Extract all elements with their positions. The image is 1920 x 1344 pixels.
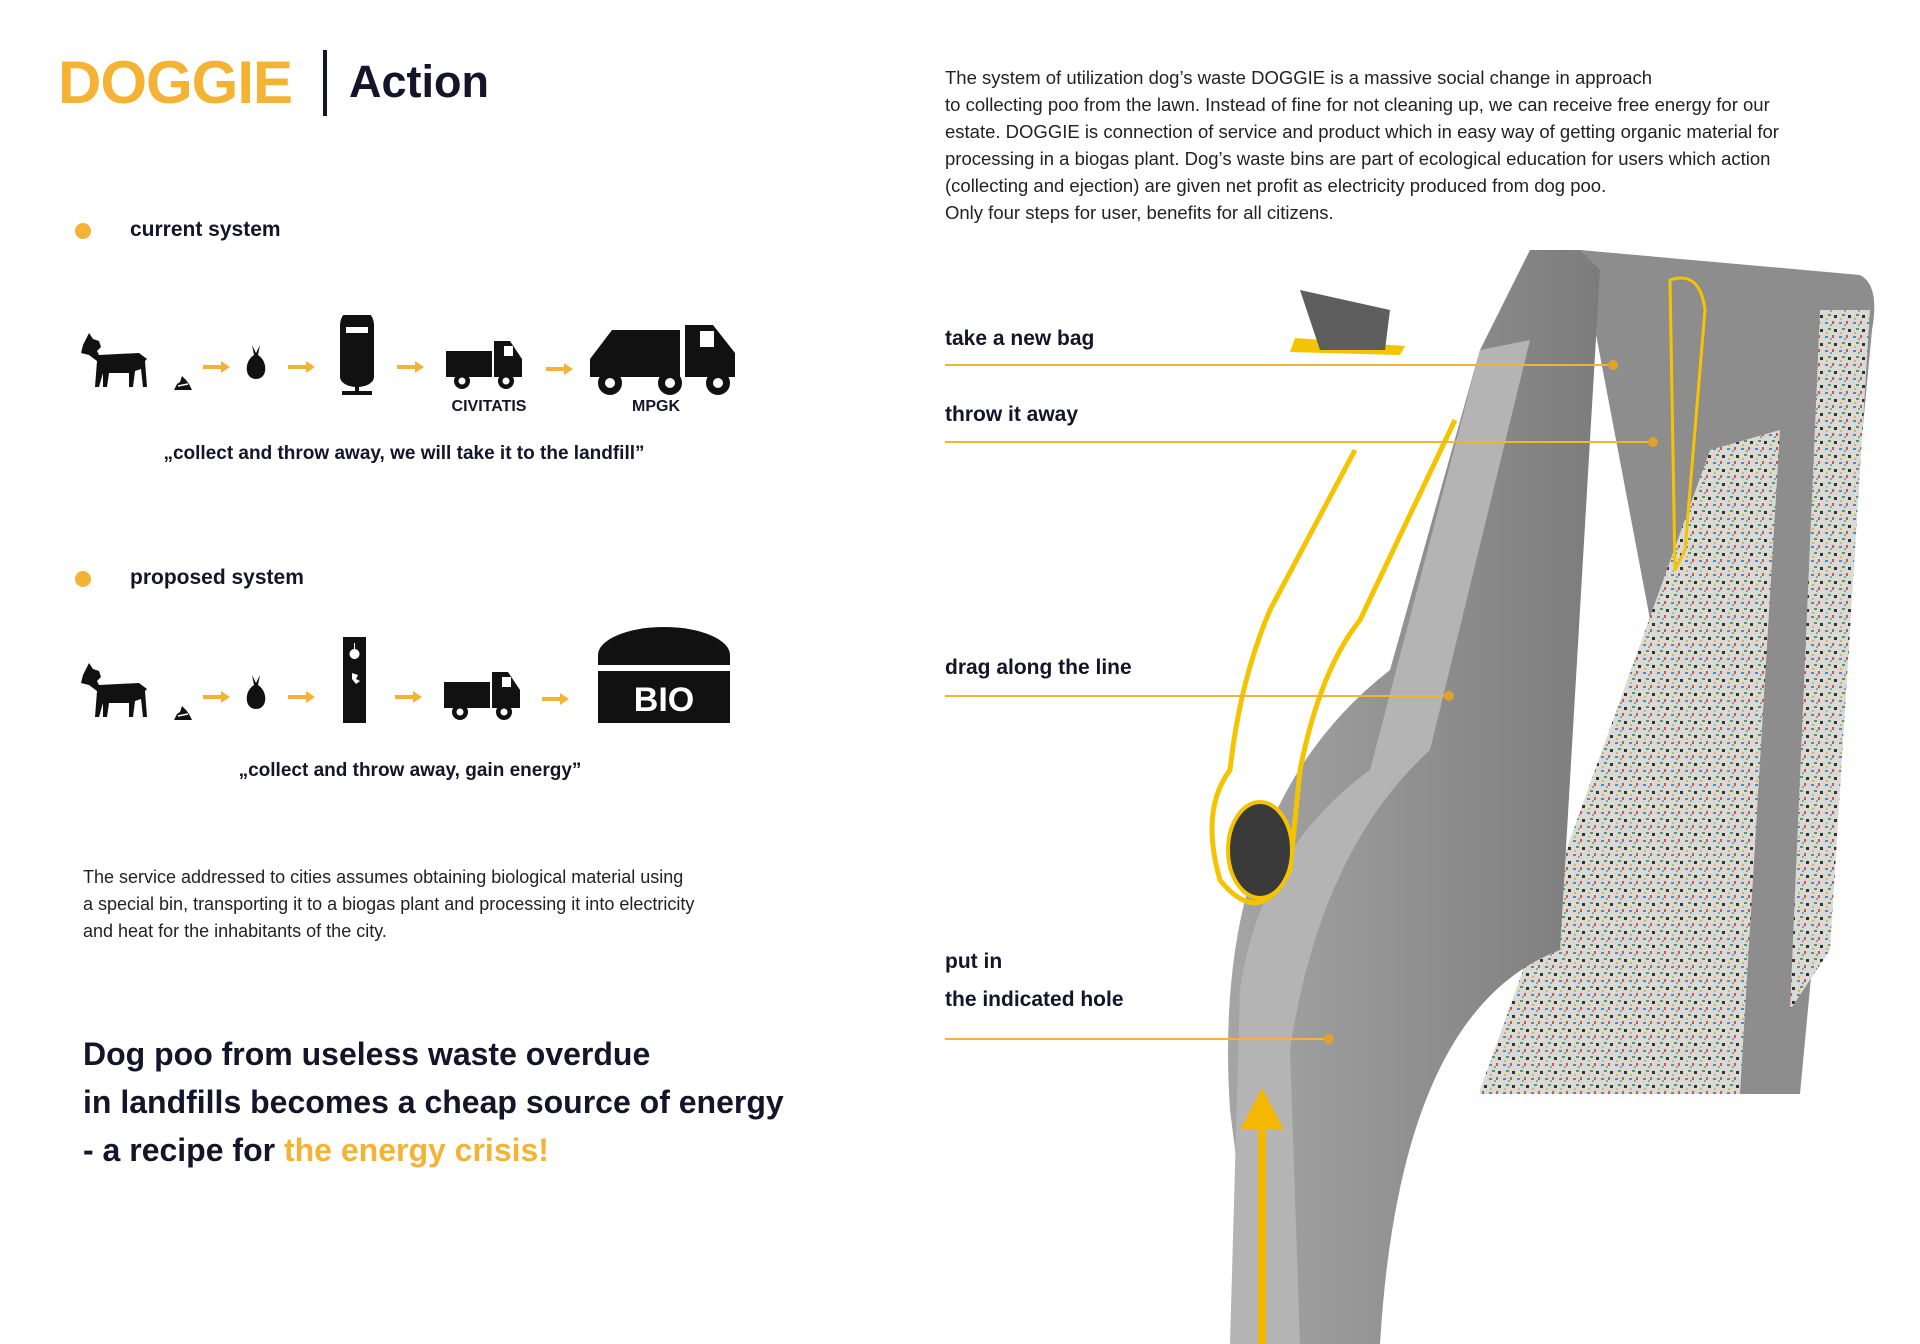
- headline-prefix: - a recipe for: [83, 1132, 284, 1168]
- service-paragraph: The service addressed to cities assumes …: [83, 864, 783, 945]
- poo-icon: [173, 705, 193, 721]
- leader-dot: [1444, 691, 1454, 701]
- intro-line: processing in a biogas plant. Dog’s wast…: [945, 148, 1771, 169]
- leader-line: [945, 441, 1653, 443]
- arrow-icon: [397, 361, 424, 373]
- proposed-flow-icons: BIO: [81, 627, 730, 723]
- step-throw-away: throw it away: [945, 403, 1079, 426]
- intro-line: Only four steps for user, benefits for a…: [945, 202, 1334, 223]
- intro-line: The system of utilization dog’s waste DO…: [945, 67, 1653, 88]
- poo-icon: [173, 375, 193, 391]
- arrow-icon: [542, 693, 569, 705]
- proposed-system-quote: „collect and throw away, gain energy”: [238, 760, 582, 781]
- leader-dot: [1324, 1034, 1334, 1044]
- current-system-quote: „collect and throw away, we will take it…: [163, 443, 645, 464]
- intro-line: estate. DOGGIE is connection of service …: [945, 121, 1779, 142]
- street-bin-icon: [340, 315, 374, 395]
- step-take-bag: take a new bag: [945, 327, 1095, 350]
- step-indicated-hole: the indicated hole: [945, 988, 1124, 1011]
- step-put-in: put in: [945, 950, 1003, 973]
- leader-dot: [1608, 360, 1618, 370]
- arrow-icon: [288, 361, 315, 373]
- headline-line: Dog poo from useless waste overdue: [83, 1036, 651, 1072]
- intro-line: (collecting and ejection) are given net …: [945, 175, 1607, 196]
- truck-icon: [446, 341, 522, 389]
- bag-icon: [246, 675, 266, 709]
- bag-icon: [246, 345, 266, 379]
- dog-icon: [81, 333, 147, 387]
- headline-line: - a recipe for the energy crisis!: [83, 1126, 784, 1174]
- intro-paragraph: The system of utilization dog’s waste DO…: [945, 64, 1825, 226]
- current-flow-icons: [81, 315, 735, 395]
- arrow-icon: [395, 691, 422, 703]
- title-divider: [323, 50, 327, 116]
- proposed-system-heading: proposed system: [130, 566, 304, 589]
- headline-accent: the energy crisis!: [283, 1132, 549, 1168]
- headline-line: in landfills becomes a cheap source of e…: [83, 1084, 784, 1120]
- arrow-icon: [546, 363, 573, 375]
- current-system-heading: current system: [130, 218, 281, 241]
- headline: Dog poo from useless waste overdue in la…: [83, 1030, 784, 1174]
- dog-icon: [81, 663, 147, 717]
- service-line: and heat for the inhabitants of the city…: [83, 921, 387, 941]
- mpgk-caption: MPGK: [632, 398, 680, 415]
- doggie-bin-render: [1209, 250, 1875, 1344]
- leader-dot: [1648, 437, 1658, 447]
- garbage-truck-icon: [590, 325, 735, 395]
- truck-icon: [444, 672, 520, 720]
- leader-line: [945, 1038, 1329, 1040]
- arrow-icon: [203, 361, 230, 373]
- bio-label: BIO: [634, 681, 694, 719]
- bullet-dot: [75, 223, 91, 239]
- doggie-bin-icon: [343, 637, 366, 723]
- brand-logo: DOGGIE: [58, 49, 293, 116]
- arrow-icon: [203, 691, 230, 703]
- service-line: a special bin, transporting it to a biog…: [83, 894, 695, 914]
- step-drag-line: drag along the line: [945, 656, 1132, 679]
- leader-line: [945, 695, 1449, 697]
- arrow-icon: [288, 691, 315, 703]
- civitatis-caption: CIVITATIS: [451, 398, 527, 415]
- bullet-dot: [75, 571, 91, 587]
- intro-line: to collecting poo from the lawn. Instead…: [945, 94, 1770, 115]
- biogas-plant-icon: [598, 627, 730, 723]
- page-title: Action: [349, 56, 489, 107]
- service-line: The service addressed to cities assumes …: [83, 867, 684, 887]
- leader-line: [945, 364, 1613, 366]
